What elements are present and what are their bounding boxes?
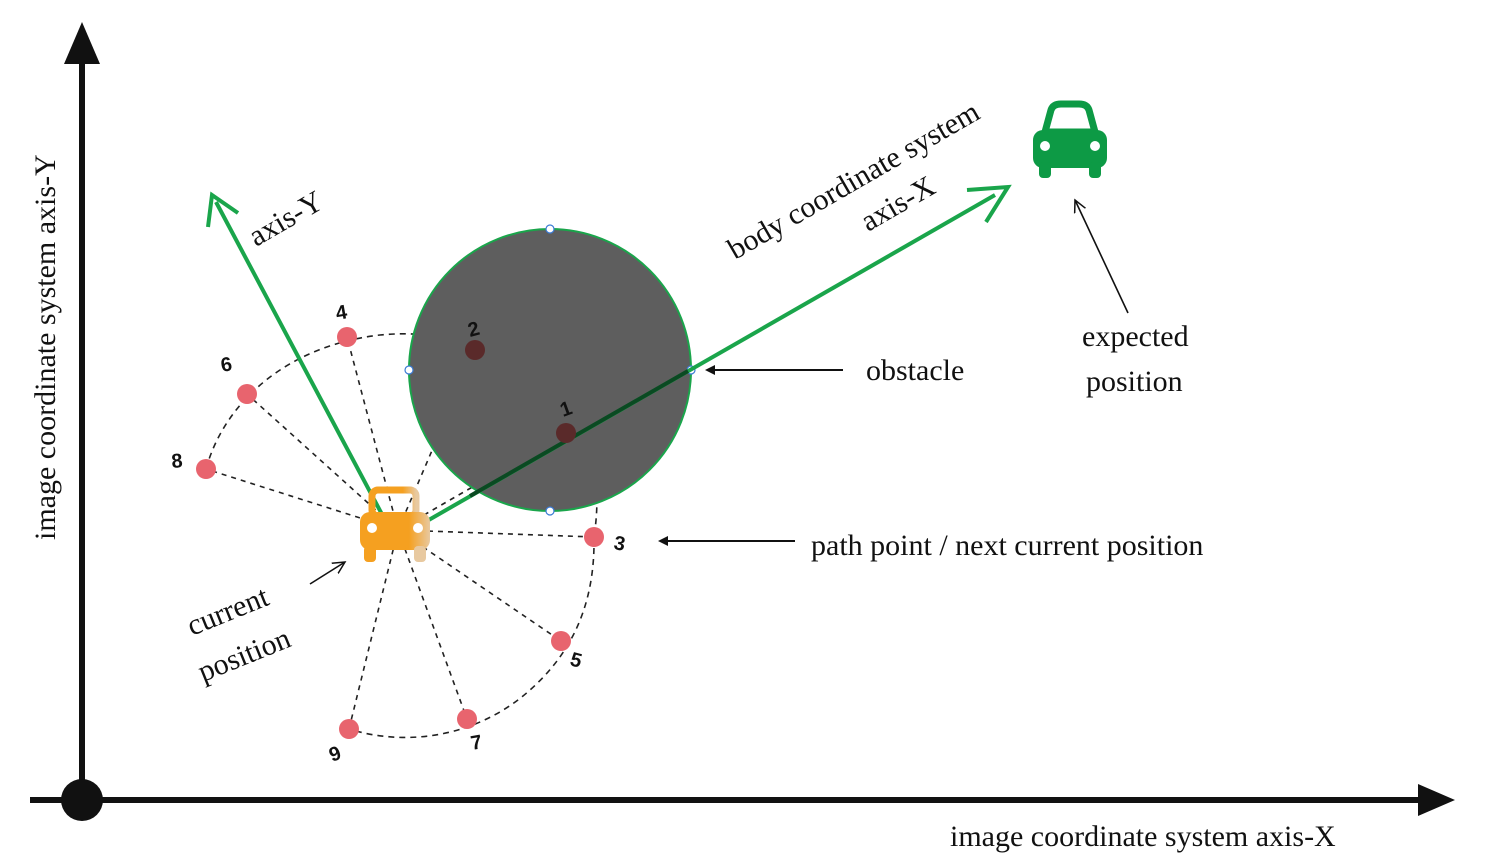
body-y-axis-arrowhead [206,191,240,228]
ray-to-point-9 [348,529,399,730]
expected-position-label-line1: expected [1082,320,1189,353]
upper-arc [205,333,598,538]
point-label-8: 8 [171,450,184,473]
point-label-9: 9 [326,742,344,766]
expected-position-label-line2: position [1086,365,1183,398]
candidate-point-2 [465,340,485,360]
point-label-3: 3 [612,532,627,556]
body-x-axis-arrowhead [966,184,1012,224]
image-x-axis-arrowhead [1418,784,1455,816]
body-y-axis-label: axis-Y [243,184,329,253]
candidate-point-3 [584,527,604,547]
expected-car-icon [1033,100,1107,178]
path-point-label: path point / next current position [811,529,1203,562]
image-y-axis-label: image coordinate system axis-Y [29,154,62,540]
candidate-point-7 [457,709,477,729]
lower-arc [348,536,595,739]
obstacle-handle-top [545,224,555,234]
image-origin [61,779,103,821]
candidate-point-8 [196,459,216,479]
image-y-axis-arrowhead [64,22,100,64]
point-label-4: 4 [334,301,350,325]
candidate-point-5 [551,631,571,651]
candidate-points [196,327,604,739]
point-label-2: 2 [466,318,482,342]
body-y-axis [214,201,387,521]
obstacle-label: obstacle [866,354,964,387]
candidate-arcs [205,333,598,739]
obstacle [404,224,696,516]
annotation-arrows [309,200,1129,585]
candidate-point-6 [237,384,257,404]
current-car-icon [360,486,430,562]
ray-to-point-4 [346,336,399,531]
point-label-5: 5 [568,649,584,673]
candidate-point-labels: 1 2 3 4 5 6 7 8 9 [171,301,627,767]
candidate-point-4 [337,327,357,347]
image-x-axis-label: image coordinate system axis-X [950,820,1336,853]
point-label-7: 7 [469,731,484,755]
obstacle-handle-bottom [545,506,555,516]
ray-to-point-7 [397,529,468,720]
image-coordinate-axes: image coordinate system axis-X image coo… [29,22,1455,853]
expected-position-pointer-arrow [1075,200,1129,314]
body-x-axis-inside-obstacle [469,369,689,498]
current-position-pointer-arrow [309,562,345,585]
body-coordinate-title: body coordinate system [722,95,985,266]
obstacle-handle-left [404,365,414,375]
ray-to-point-3 [397,529,595,538]
candidate-point-1 [556,423,576,443]
candidate-point-9 [339,719,359,739]
annotation-labels: obstacle expected position path point / … [182,320,1203,688]
obstacle-circle [408,228,692,512]
point-label-6: 6 [219,353,234,377]
